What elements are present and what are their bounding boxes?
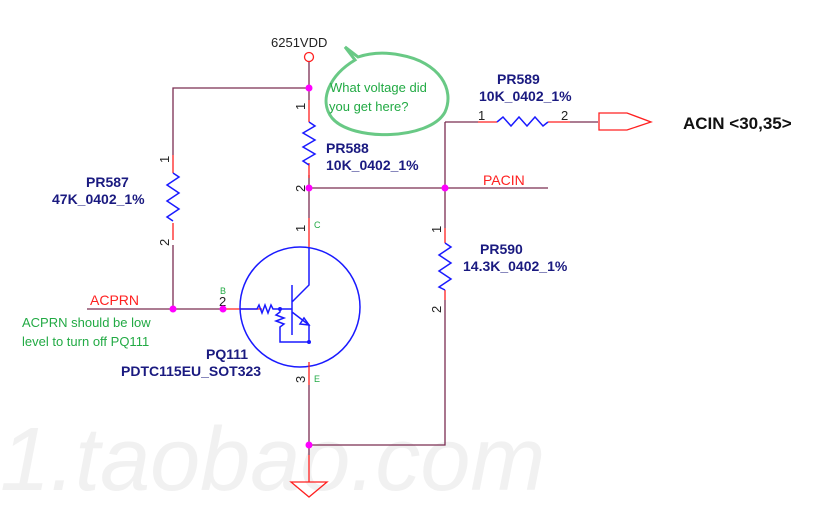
bubble-text-line1: What voltage did xyxy=(330,80,427,95)
comment-bubble: What voltage did you get here? xyxy=(324,45,450,136)
offpage-arrow-icon xyxy=(598,112,653,131)
value-label: 10K_0402_1% xyxy=(479,88,572,104)
offpage-label: ACIN <30,35> xyxy=(683,114,792,133)
ref-label: PR589 xyxy=(497,71,540,87)
emitter-arrow-icon xyxy=(298,316,311,326)
resistor-pr590[interactable]: 1 2 PR590 14.3K_0402_1% xyxy=(429,226,568,313)
ref-label: PR587 xyxy=(86,174,129,190)
net-label-acprn: ACPRN xyxy=(90,292,139,308)
watermark: 1.taobao.com xyxy=(0,410,545,508)
power-net-label: 6251VDD xyxy=(271,35,327,50)
value-label: 14.3K_0402_1% xyxy=(463,258,568,274)
ref-label: PR588 xyxy=(326,140,369,156)
net-label-pacin: PACIN xyxy=(483,172,525,188)
resistor-pr589[interactable]: 1 2 PR589 10K_0402_1% xyxy=(478,71,572,128)
bubble-text-line2: you get here? xyxy=(329,99,409,114)
pin-name: E xyxy=(314,374,320,384)
value-label: 47K_0402_1% xyxy=(52,191,145,207)
ref-label: PQ111 xyxy=(206,346,248,362)
pin-name: B xyxy=(220,286,226,296)
wires xyxy=(87,62,598,455)
pin-label: 1 xyxy=(429,226,444,233)
pin-label: 2 xyxy=(561,108,568,123)
pin-label: 2 xyxy=(157,239,172,246)
pin-label: 1 xyxy=(157,156,172,163)
resistor-pr587[interactable]: 1 2 PR587 47K_0402_1% xyxy=(52,155,181,246)
pin-label: 1 xyxy=(293,225,308,232)
ref-label: PR590 xyxy=(480,241,523,257)
power-port-icon xyxy=(303,51,315,63)
part-label: PDTC115EU_SOT323 xyxy=(121,363,261,379)
junction-nodes xyxy=(169,84,449,449)
pin-label: 2 xyxy=(293,185,308,192)
acprn-note-line2: level to turn off PQ111 xyxy=(22,334,149,349)
pin-name: C xyxy=(314,220,321,230)
pin-label: 2 xyxy=(219,294,226,309)
resistor-pr588[interactable]: 1 2 PR588 10K_0402_1% xyxy=(293,100,419,192)
pin-label: 2 xyxy=(429,306,444,313)
acprn-note-line1: ACPRN should be low xyxy=(22,315,151,330)
offpage-connector-acin[interactable]: ACIN <30,35> xyxy=(598,112,792,133)
pin-label: 1 xyxy=(293,103,308,110)
value-label: 10K_0402_1% xyxy=(326,157,419,173)
transistor-pq111[interactable]: 1 2 3 C B E PQ111 PDTC115EU_SOT323 xyxy=(121,218,361,385)
pin-label: 3 xyxy=(293,376,308,383)
pin-label: 1 xyxy=(478,108,485,123)
